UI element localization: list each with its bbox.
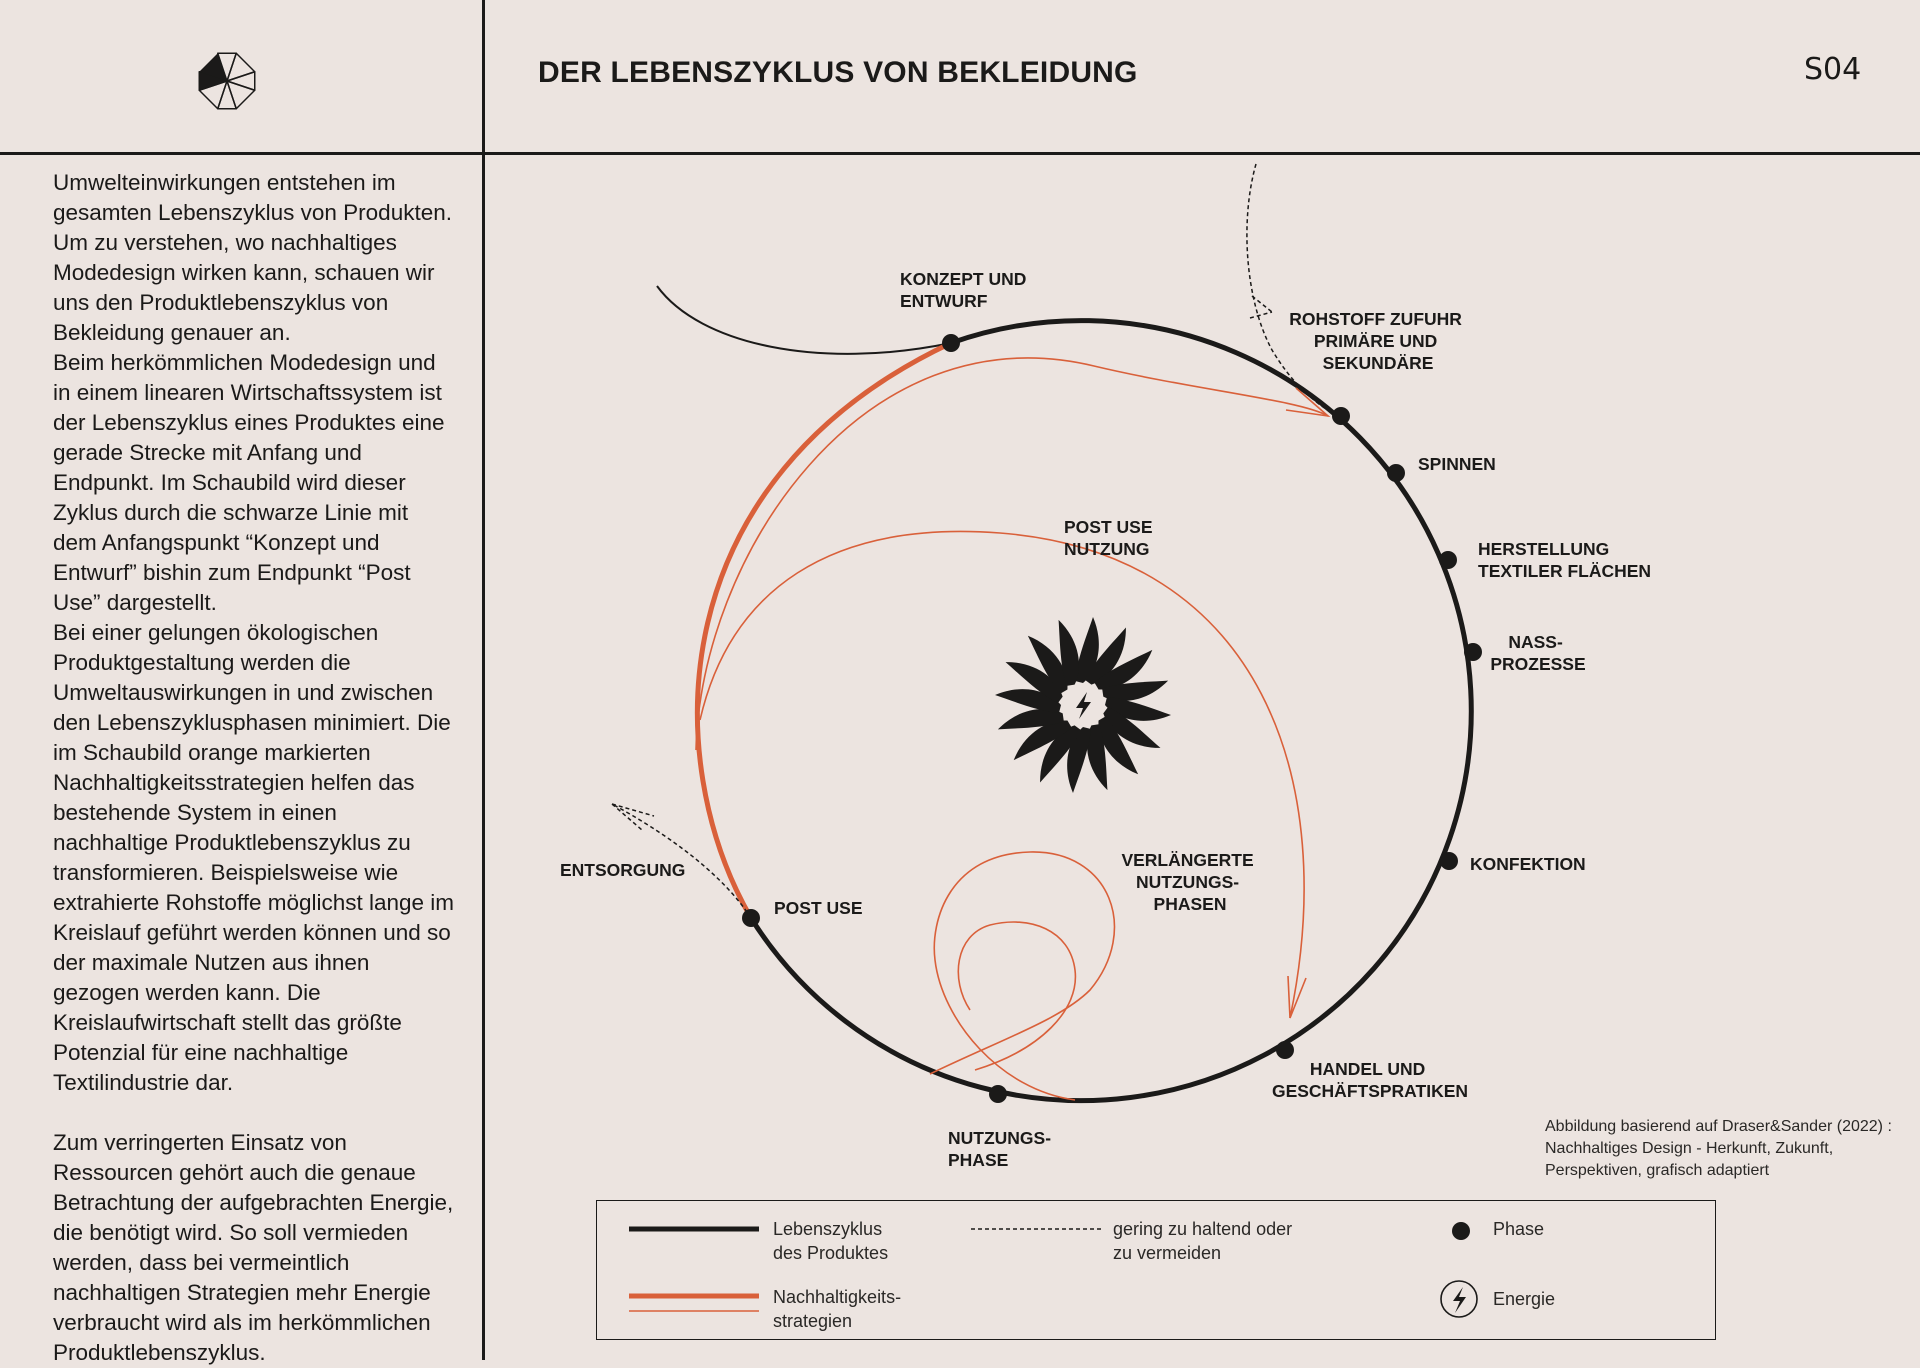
turbine-blade — [995, 689, 1061, 713]
strategy-curve-handel — [699, 530, 1305, 1019]
turbine-blade — [1058, 619, 1079, 686]
phase-dots — [742, 334, 1482, 1103]
phase-dot-nass — [1464, 643, 1482, 661]
phase-dot-spinnen — [1387, 464, 1405, 482]
phase-dot-nutzung — [989, 1085, 1007, 1103]
turbine-blade — [1067, 727, 1091, 793]
turbine-blade — [1027, 635, 1068, 694]
label-nass: NASS- PROZESSE — [1490, 632, 1585, 674]
label-nutzung: NUTZUNGS- PHASE — [948, 1128, 1056, 1170]
header-divider — [0, 152, 1920, 155]
turbine-blade — [1103, 706, 1161, 748]
phase-dot-handel — [1276, 1041, 1294, 1059]
legend-symbols — [629, 1222, 1478, 1318]
label-konzept: KONZEPT UND ENTWURF — [900, 269, 1031, 311]
paragraph: Bei einer gelungen ökologischen Produktg… — [53, 620, 455, 1095]
turbine-blade — [1005, 662, 1063, 704]
paragraph: Umwelteinwirkungen entstehen im gesamten… — [53, 170, 452, 345]
strategy-curve-rohstoff — [695, 357, 1329, 751]
bolt-icon — [1076, 692, 1091, 719]
page-number: S04 — [1804, 52, 1862, 87]
lifecycle-entry-line — [656, 285, 952, 355]
label-verlaengert: VERLÄNGERTE NUTZUNGS- PHASEN — [1121, 850, 1258, 914]
legend-strategies-label: Nachhaltigkeits-strategien — [773, 1287, 902, 1331]
turbine-blade — [1084, 627, 1126, 685]
column-divider — [482, 0, 485, 1360]
turbine-blade — [1098, 716, 1139, 775]
label-spinnen: SPINNEN — [1418, 454, 1496, 474]
label-handel: HANDEL UND GESCHÄFTSPRATIKEN — [1272, 1059, 1468, 1101]
strategy-loop-extended-use — [929, 851, 1116, 1101]
strategy-arc-main — [694, 340, 953, 920]
label-postuse: POST USE — [774, 898, 863, 918]
logo-icon — [198, 52, 256, 110]
source-note: Abbildung basierend auf Draser&Sander (2… — [1545, 1118, 1892, 1179]
intro-text: Umwelteinwirkungen entstehen im gesamten… — [53, 168, 455, 1368]
turbine-blade — [1105, 697, 1171, 721]
phase-dot-konfektion — [1440, 852, 1458, 870]
energy-turbine-icon — [995, 617, 1171, 793]
lifecycle-circle — [748, 318, 1474, 1104]
phase-dot-herstellung — [1439, 551, 1457, 569]
turbine-blade — [1087, 724, 1108, 791]
dashed-arrowhead-rohstoff — [1249, 295, 1273, 319]
phase-dot-postuse — [742, 909, 760, 927]
label-rohstoff: ROHSTOFF ZUFUHR PRIMÄRE UND SEKUNDÄRE — [1289, 309, 1467, 373]
turbine-blade — [1040, 725, 1082, 783]
label-herstellung: HERSTELLUNG TEXTILER FLÄCHEN — [1478, 539, 1651, 581]
turbine-blade — [1075, 617, 1099, 683]
paragraph: Beim herkömmlichen Modedesign und in ein… — [53, 350, 445, 615]
legend-phase-label: Phase — [1493, 1219, 1545, 1239]
strategy-arrowhead-handel — [1287, 975, 1307, 1019]
label-konfektion: KONFEKTION — [1470, 854, 1586, 874]
page-title: DER LEBENSZYKLUS VON BEKLEIDUNG — [538, 56, 1138, 89]
turbine-blade — [1094, 649, 1153, 690]
turbine-blade — [1013, 720, 1072, 761]
paragraph: Zum verringerten Einsatz von Ressourcen … — [53, 1130, 454, 1365]
phase-dot-konzept — [942, 334, 960, 352]
dashed-line-rohstoff — [1246, 163, 1335, 415]
legend-energy-label: Energie — [1493, 1289, 1556, 1309]
turbine-blade — [1102, 680, 1169, 701]
legend-energy-icon — [1440, 1280, 1478, 1318]
label-entsorgung: ENTSORGUNG — [560, 860, 685, 880]
strategy-arrowhead-rohstoff — [1285, 387, 1331, 418]
phase-dot-rohstoff — [1332, 407, 1350, 425]
dashed-arrowhead-entsorgung — [611, 803, 655, 831]
strategy-loop-inner — [957, 921, 1077, 1071]
legend-phase-dot — [1452, 1222, 1470, 1240]
dashed-line-entsorgung — [611, 803, 752, 919]
label-postuse-nutzung: POST USE NUTZUNG — [1064, 517, 1157, 559]
turbine-blade — [997, 709, 1064, 730]
